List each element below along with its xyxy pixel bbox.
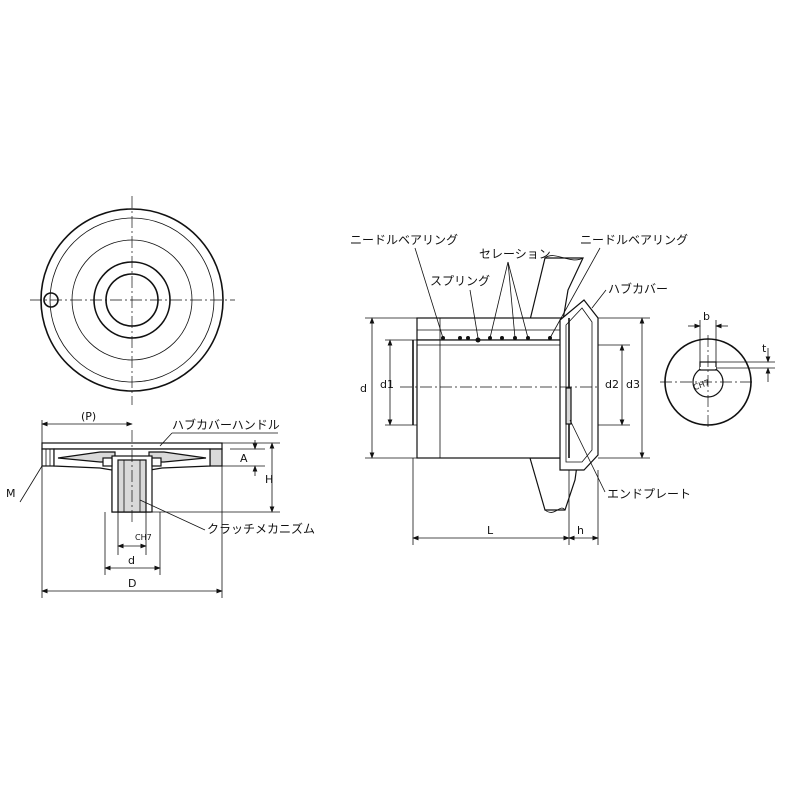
left-dimensions: (P) A H M CH7 d D xyxy=(6,410,280,598)
label-clutch-mechanism: クラッチメカニズム xyxy=(207,521,315,536)
dim-d-left-label: d xyxy=(128,554,135,567)
right-callouts: ニードルベアリング ニードルベアリング セレーション スプリング ハブカバー エ… xyxy=(350,233,691,501)
dim-h-label: H xyxy=(265,473,273,486)
label-hub-cover: ハブカバー xyxy=(608,281,668,296)
label-hub-cover-handle: ハブカバーハンドル xyxy=(172,417,280,432)
dim-ch7-left-label: CH7 xyxy=(135,533,152,542)
right-dimensions: d d1 d2 d3 L h xyxy=(360,317,650,545)
dim-L-label: L xyxy=(487,524,494,537)
dim-d3-label: d3 xyxy=(626,378,640,391)
label-spring: スプリング xyxy=(430,274,490,288)
serration-teeth xyxy=(441,336,552,343)
dim-b-label: b xyxy=(703,310,710,323)
label-needle-bearing-right: ニードルベアリング xyxy=(580,233,688,247)
dim-t-label: t xyxy=(762,342,767,355)
dim-d-right-label: d xyxy=(360,382,367,395)
left-callouts: ハブカバーハンドル クラッチメカニズム xyxy=(139,417,315,536)
label-needle-bearing-left: ニードルベアリング xyxy=(350,233,458,247)
label-end-plate: エンドプレート xyxy=(607,487,691,501)
dim-m-label: M xyxy=(6,487,16,500)
right-section-view xyxy=(400,255,600,513)
dim-p-label: (P) xyxy=(81,410,96,423)
label-serration: セレーション xyxy=(479,247,551,261)
dim-a-label: A xyxy=(240,452,248,465)
dim-D-label: D xyxy=(128,577,136,590)
dim-h-right-label: h xyxy=(577,524,584,537)
keyway-view: b t CH7 xyxy=(660,310,775,430)
dim-d1-label: d1 xyxy=(380,378,394,391)
dim-d2-label: d2 xyxy=(605,378,619,391)
top-view xyxy=(30,196,235,405)
front-section-view xyxy=(41,430,223,525)
